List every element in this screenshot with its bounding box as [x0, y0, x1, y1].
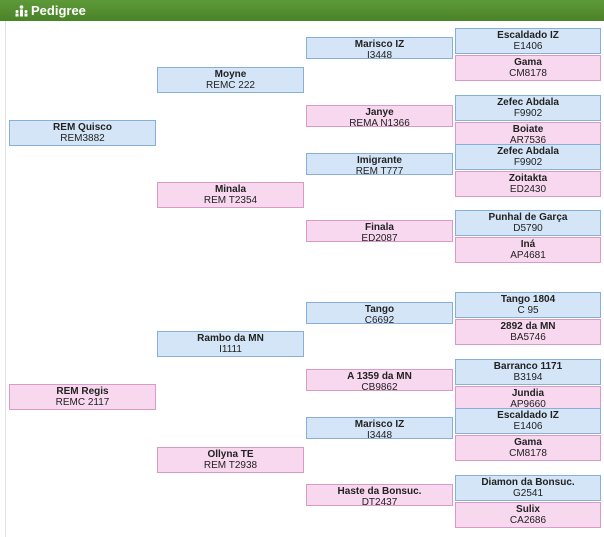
node-name: Marisco IZ: [354, 39, 405, 50]
pedigree-node-gen3[interactable]: Finala ED2087: [306, 220, 453, 242]
node-registration: C6692: [364, 315, 395, 324]
node-registration: I3448: [366, 430, 393, 439]
node-name: Escaldado IZ: [497, 410, 559, 421]
node-name: Tango 1804: [500, 294, 556, 305]
pedigree-node-gen4[interactable]: Boiate AR7536: [455, 122, 601, 148]
node-registration: F9902: [513, 108, 543, 119]
node-name: Boiate: [512, 124, 544, 135]
node-name: REM Regis: [56, 386, 109, 397]
node-registration: ED2087: [361, 233, 398, 242]
node-registration: CM8178: [509, 448, 547, 459]
node-registration: REMA N1366: [349, 118, 410, 127]
node-name: REM Quisco: [53, 122, 112, 133]
pedigree-node-gen4[interactable]: Gama CM8178: [455, 55, 601, 81]
node-name: Zefec Abdala: [497, 97, 559, 108]
node-name: Iná: [520, 239, 536, 250]
node-registration: I1111: [219, 344, 242, 355]
node-name: Gama: [514, 57, 542, 68]
pedigree-node-gen2[interactable]: Rambo da MN I1111: [157, 331, 304, 357]
node-registration: CB9862: [361, 382, 398, 391]
pedigree-node-gen4[interactable]: Tango 1804 C 95: [455, 292, 601, 318]
node-registration: F9902: [513, 157, 543, 168]
node-registration: E1406: [513, 421, 543, 432]
pedigree-node-gen2[interactable]: Minala REM T2354: [157, 182, 304, 208]
node-registration: REM T777: [355, 166, 404, 175]
node-registration: AP9660: [510, 399, 546, 410]
node-name: Minala: [214, 184, 247, 195]
pedigree-node-sire[interactable]: REM Quisco REM3882: [9, 120, 156, 146]
pedigree-node-gen3[interactable]: Haste da Bonsuc. DT2437: [306, 484, 453, 506]
node-name: Zefec Abdala: [497, 146, 559, 157]
node-registration: REMC 2117: [55, 397, 110, 408]
node-name: Finala: [365, 222, 394, 233]
pedigree-node-gen4[interactable]: 2892 da MN BA5746: [455, 319, 601, 345]
node-name: Sulix: [516, 504, 540, 515]
pedigree-node-gen4[interactable]: Sulix CA2686: [455, 502, 601, 528]
node-registration: E1406: [513, 41, 543, 52]
node-name: Imigrante: [356, 155, 402, 166]
node-name: Escaldado IZ: [497, 30, 559, 41]
node-name: Marisco IZ: [354, 419, 405, 430]
pedigree-node-gen3[interactable]: Tango C6692: [306, 302, 453, 324]
pedigree-title: Pedigree: [31, 3, 86, 18]
node-registration: C 95: [517, 305, 539, 316]
node-name: Gama: [514, 437, 542, 448]
pedigree-node-gen3[interactable]: Janye REMA N1366: [306, 105, 453, 127]
pedigree-icon: [15, 4, 28, 17]
node-name: Haste da Bonsuc.: [337, 486, 422, 497]
node-registration: B3194: [513, 372, 543, 383]
node-name: Jundia: [511, 388, 545, 399]
pedigree-node-gen2[interactable]: Ollyna TE REM T2938: [157, 447, 304, 473]
pedigree-node-gen4[interactable]: Gama CM8178: [455, 435, 601, 461]
node-registration: G2541: [512, 488, 544, 499]
pedigree-node-gen3[interactable]: Imigrante REM T777: [306, 153, 453, 175]
node-name: Janye: [365, 107, 394, 118]
node-name: Ollyna TE: [207, 449, 254, 460]
node-registration: I3448: [366, 50, 393, 59]
node-name: Moyne: [214, 69, 247, 80]
pedigree-node-gen3[interactable]: Marisco IZ I3448: [306, 417, 453, 439]
node-registration: CM8178: [509, 68, 547, 79]
node-name: A 1359 da MN: [347, 371, 412, 382]
node-registration: D5790: [513, 223, 543, 234]
node-registration: REM T2938: [203, 460, 258, 471]
node-registration: AP4681: [510, 250, 546, 261]
node-registration: REM T2354: [203, 195, 258, 206]
node-registration: REMC 222: [206, 80, 255, 91]
pedigree-node-gen3[interactable]: A 1359 da MN CB9862: [306, 369, 453, 391]
node-registration: CA2686: [509, 515, 547, 526]
pedigree-node-gen4[interactable]: Barranco 1171 B3194: [455, 359, 601, 385]
node-registration: BA5746: [510, 332, 546, 343]
pedigree-node-gen4[interactable]: Diamon da Bonsuc. G2541: [455, 475, 601, 501]
pedigree-header: Pedigree: [0, 0, 604, 21]
pedigree-panel: REM Quisco REM3882 REM Regis REMC 2117 M…: [5, 21, 603, 537]
node-registration: DT2437: [361, 497, 398, 506]
node-name: Zoitakta: [508, 173, 548, 184]
node-name: Rambo da MN: [197, 333, 264, 344]
pedigree-node-gen4[interactable]: Escaldado IZ E1406: [455, 408, 601, 434]
node-registration: REM3882: [60, 133, 105, 144]
node-name: 2892 da MN: [500, 321, 556, 332]
pedigree-node-gen4[interactable]: Zoitakta ED2430: [455, 171, 601, 197]
pedigree-node-dam[interactable]: REM Regis REMC 2117: [9, 384, 156, 410]
node-name: Diamon da Bonsuc.: [481, 477, 575, 488]
pedigree-node-gen4[interactable]: Zefec Abdala F9902: [455, 95, 601, 121]
pedigree-node-gen3[interactable]: Marisco IZ I3448: [306, 37, 453, 59]
pedigree-node-gen2[interactable]: Moyne REMC 222: [157, 67, 304, 93]
pedigree-node-gen4[interactable]: Escaldado IZ E1406: [455, 28, 601, 54]
node-registration: ED2430: [509, 184, 547, 195]
node-name: Barranco 1171: [493, 361, 563, 372]
pedigree-node-gen4[interactable]: Zefec Abdala F9902: [455, 144, 601, 170]
node-name: Punhal de Garça: [488, 212, 568, 223]
node-registration: AR7536: [509, 135, 547, 146]
pedigree-node-gen4[interactable]: Punhal de Garça D5790: [455, 210, 601, 236]
node-name: Tango: [364, 304, 395, 315]
pedigree-node-gen4[interactable]: Iná AP4681: [455, 237, 601, 263]
